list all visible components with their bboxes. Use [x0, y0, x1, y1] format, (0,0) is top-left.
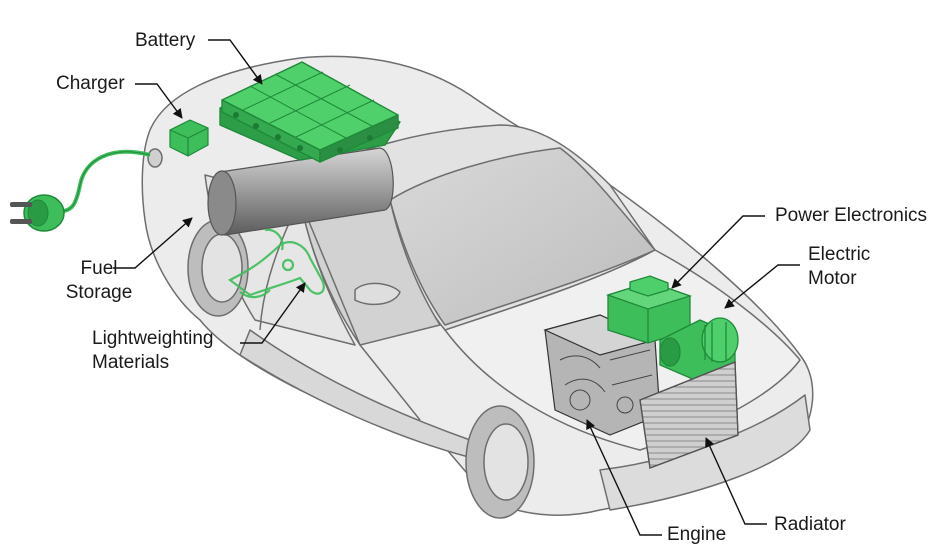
engine-leader: [586, 419, 662, 536]
lightweighting-part: [227, 228, 325, 299]
label-lightweighting: Lightweighting Materials: [92, 327, 213, 375]
label-lightweighting-line1: Lightweighting: [92, 328, 214, 349]
label-battery: Battery: [135, 30, 196, 51]
lightweighting-leader: [240, 282, 306, 344]
label-electric-motor: Electric Motor: [808, 243, 870, 291]
label-electric-motor-line2: Motor: [808, 268, 857, 289]
label-radiator: Radiator: [774, 514, 846, 535]
label-fuel-storage-line1: Fuel: [80, 258, 118, 279]
power-electronics-leader: [671, 215, 765, 289]
radiator-leader: [705, 437, 767, 525]
battery-leader: [208, 39, 263, 85]
charging-plug: [10, 149, 151, 232]
label-fuel-storage: Fuel Storage: [63, 257, 135, 305]
label-electric-motor-line1: Electric: [808, 244, 871, 265]
battery-pack: [219, 61, 401, 163]
label-charger: Charger: [56, 73, 125, 94]
label-fuel-storage-line2: Storage: [65, 282, 133, 303]
electric-motor-leader: [724, 264, 800, 309]
fuel-storage-leader: [113, 217, 193, 269]
fuel-tank: [207, 147, 394, 236]
charger-leader: [135, 83, 183, 119]
label-engine: Engine: [667, 524, 727, 545]
label-lightweighting-line2: Materials: [92, 352, 170, 373]
leader-lines: [113, 39, 800, 536]
charger-box: [169, 119, 209, 157]
label-power-electronics: Power Electronics: [775, 205, 928, 226]
